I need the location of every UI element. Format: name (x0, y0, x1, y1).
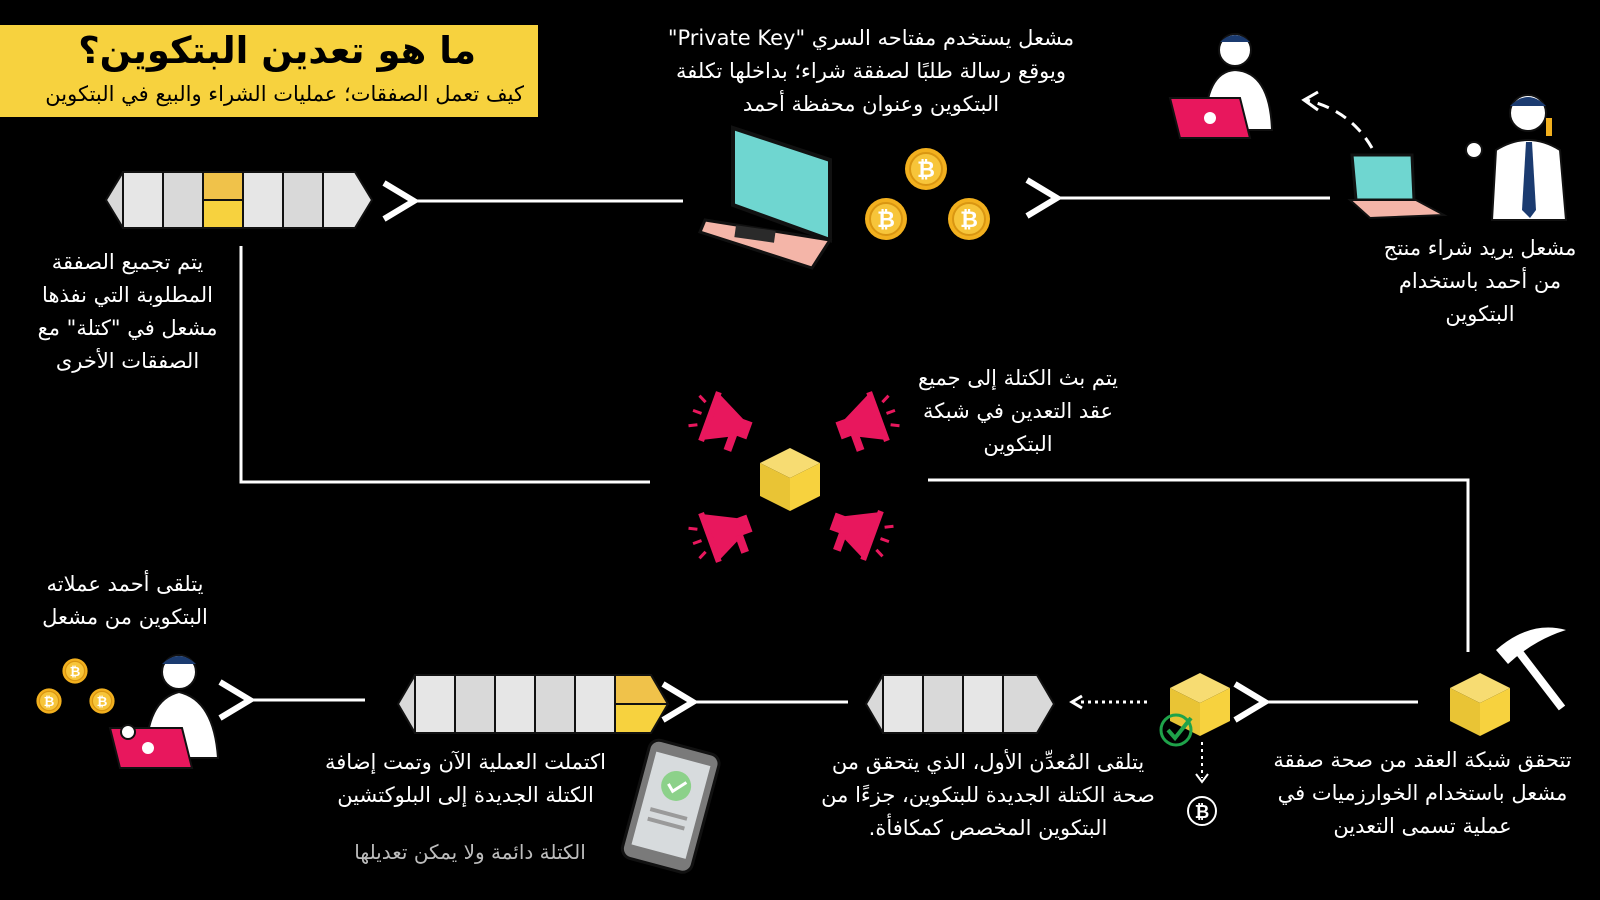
person-laptop-icon (1168, 33, 1274, 139)
megaphone-icon (822, 495, 900, 568)
bitcoin-coin-icon (35, 687, 63, 715)
blockchain-middle (864, 674, 1056, 734)
businessman-icon (1347, 94, 1568, 221)
page-title: ما هو تعدين البتكوين؟ (78, 29, 476, 72)
step-verify-text: تتحقق شبكة العقد من صحة صفقة مشعل باستخد… (1273, 748, 1572, 838)
connector-line (928, 478, 1470, 652)
blockchain-top (104, 171, 374, 229)
page-subtitle: كيف تعمل الصفقات؛ عمليات الشراء والبيع ف… (45, 82, 524, 106)
svg-text:₿: ₿ (1195, 802, 1210, 823)
step-broadcast-text: يتم بث الكتلة إلى جميع عقد التعدين في شب… (917, 366, 1119, 456)
block-cube-icon (760, 448, 820, 511)
connector-line (239, 246, 650, 484)
bitcoin-coin-icon (61, 657, 89, 685)
step-permanent-text: الكتلة دائمة ولا يمكن تعديلها (354, 840, 586, 864)
megaphone-icon (682, 497, 760, 570)
block-cube-icon (1170, 673, 1230, 736)
bitcoin-coin-icon (88, 687, 116, 715)
block-cube-icon (1450, 673, 1510, 736)
laptop-icon (697, 125, 833, 270)
step-group-text: يتم تجميع الصفقة المطلوبة التي نفذها مشع… (37, 250, 218, 373)
phone-icon (620, 738, 721, 874)
step-sign-text: مشعل يستخدم مفتاحه السري "Private Key" و… (667, 26, 1075, 116)
check-icon (1159, 713, 1193, 747)
step-receive-text: يتلقى أحمد عملاته البتكوين من مشعل (42, 572, 208, 629)
bitcoin-coin-icon (864, 197, 908, 241)
dashed-arrow-icon (1305, 98, 1374, 149)
step-complete-text: اكتملت العملية الآن وتمت إضافة الكتلة ال… (325, 750, 606, 807)
pickaxe-icon (1496, 627, 1566, 711)
megaphone-icon (682, 384, 760, 457)
title-box: ما هو تعدين البتكوين؟ كيف تعمل الصفقات؛ … (0, 25, 538, 117)
bitcoin-coin-icon (904, 147, 948, 191)
bitcoin-coin-icon (947, 197, 991, 241)
bitcoin-symbol-icon: ₿ (1187, 796, 1217, 826)
megaphone-icon (828, 384, 906, 457)
person-laptop-icon (108, 654, 220, 769)
step-reward-text: يتلقى المُعدِّن الأول، الذي يتحقق من صحة… (821, 750, 1155, 840)
blockchain-complete (396, 674, 670, 734)
step-buyer-text: مشعل يريد شراء منتج من أحمد باستخدام الب… (1383, 236, 1577, 326)
